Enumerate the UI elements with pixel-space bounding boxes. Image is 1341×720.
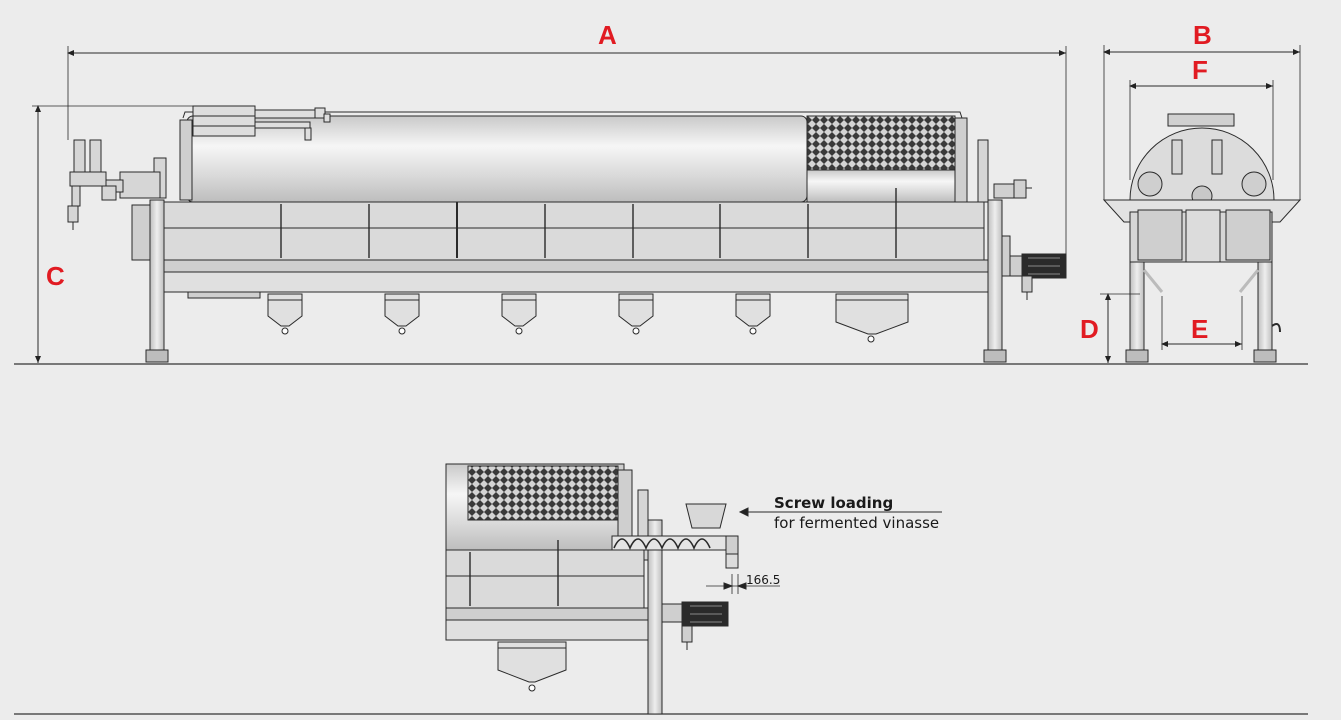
- detail-motor: [661, 601, 729, 650]
- dimension-label-e: E: [1191, 314, 1208, 344]
- end-leg-left: [1129, 261, 1145, 359]
- side-view: [32, 46, 1067, 363]
- hopper: [267, 293, 303, 335]
- dimension-label-a: A: [598, 20, 617, 50]
- detail-mesh: [467, 465, 619, 521]
- detail-hopper: [497, 641, 567, 692]
- drum: [186, 115, 808, 203]
- callout-subtitle: for fermented vinasse: [774, 514, 939, 532]
- hopper-large: [835, 293, 909, 343]
- hopper: [501, 293, 537, 335]
- hoppers: [267, 293, 909, 343]
- right-leg: [987, 199, 1003, 359]
- hopper: [618, 293, 654, 335]
- screw-loader: [611, 503, 739, 569]
- measurement-label: 166.5: [746, 573, 780, 587]
- dimension-label-f: F: [1192, 55, 1208, 85]
- right-fitting: [993, 179, 1032, 199]
- stiffeners: [280, 188, 897, 258]
- dimension-label-c: C: [46, 261, 65, 291]
- end-leg-right: [1257, 261, 1273, 359]
- mesh-screen: [806, 115, 956, 171]
- end-view: [1100, 45, 1302, 363]
- dimension-label-b: B: [1193, 20, 1212, 50]
- hopper: [735, 293, 771, 335]
- right-motor: [1009, 253, 1067, 300]
- hopper: [384, 293, 420, 335]
- dimension-label-d: D: [1080, 314, 1099, 344]
- top-loader: [192, 105, 331, 141]
- end-drum: [1129, 127, 1275, 201]
- tray: [161, 201, 985, 261]
- detail-view: [445, 463, 942, 715]
- left-drive: [67, 139, 167, 230]
- left-leg: [149, 199, 165, 359]
- callout-title: Screw loading: [774, 494, 893, 512]
